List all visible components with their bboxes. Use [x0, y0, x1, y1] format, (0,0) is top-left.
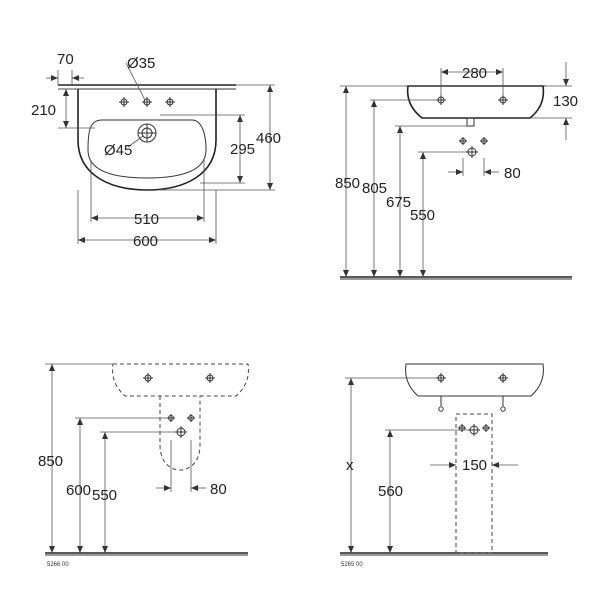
dim-460-label: 460	[256, 130, 281, 147]
drain-outlet	[466, 117, 475, 127]
dim-850-label: 850	[38, 453, 63, 470]
basin-dashed	[112, 363, 249, 397]
waste-fittings	[167, 414, 195, 438]
dim-80-label: 80	[504, 165, 521, 182]
waste-fittings	[459, 137, 488, 158]
dim-x-label: x	[346, 457, 354, 474]
dim-295-label: 295	[230, 141, 255, 158]
valve-marks	[438, 396, 506, 412]
dim-550-label: 550	[92, 487, 117, 504]
dim-600-label: 600	[133, 233, 158, 250]
dim-150-label: 150	[462, 457, 487, 474]
full-pedestal-elevation: x 560 150 5265 00	[340, 363, 548, 568]
tap-marks	[143, 373, 215, 383]
drain-hole	[137, 123, 157, 143]
tap-holes	[119, 97, 175, 107]
waste-fittings	[458, 424, 490, 436]
full-pedestal	[455, 413, 493, 554]
dim-560-label: 560	[378, 483, 403, 500]
leader-45	[127, 135, 144, 148]
dim-210-label: 210	[31, 102, 56, 119]
dim-35-diameter-label: Ø35	[127, 55, 155, 72]
dim-675-label: 675	[386, 194, 411, 211]
basin-outline	[77, 89, 217, 191]
semi-pedestal-elevation: 850 600 550 80 5266 00	[38, 363, 249, 568]
dim-45-diameter-label: Ø45	[104, 142, 132, 159]
basin-front-elevation: 280 130 850 805 675 550 80	[335, 62, 578, 280]
dim-130-label: 130	[553, 93, 578, 110]
basin-front	[405, 363, 544, 397]
tap-marks	[436, 95, 508, 105]
dim-550-label: 550	[410, 207, 435, 224]
dim-850-label: 850	[335, 175, 360, 192]
dim-600-label: 600	[66, 482, 91, 499]
dim-510-label: 510	[134, 211, 159, 228]
dim-805-label: 805	[362, 180, 387, 197]
dim-70-label: 70	[57, 51, 74, 68]
basin-bowl	[87, 119, 207, 179]
drawing-code: 5265 00	[341, 562, 363, 568]
semi-pedestal	[159, 396, 201, 471]
drawing-code: 5266 00	[47, 562, 69, 568]
tap-marks	[436, 373, 508, 383]
dim-80-label: 80	[210, 481, 227, 498]
dim-280-label: 280	[462, 65, 487, 82]
leader-35	[125, 62, 146, 101]
basin-plan-view: 70 Ø35 210 Ø45 295 460 510 600	[31, 51, 281, 250]
basin-front	[406, 85, 545, 119]
